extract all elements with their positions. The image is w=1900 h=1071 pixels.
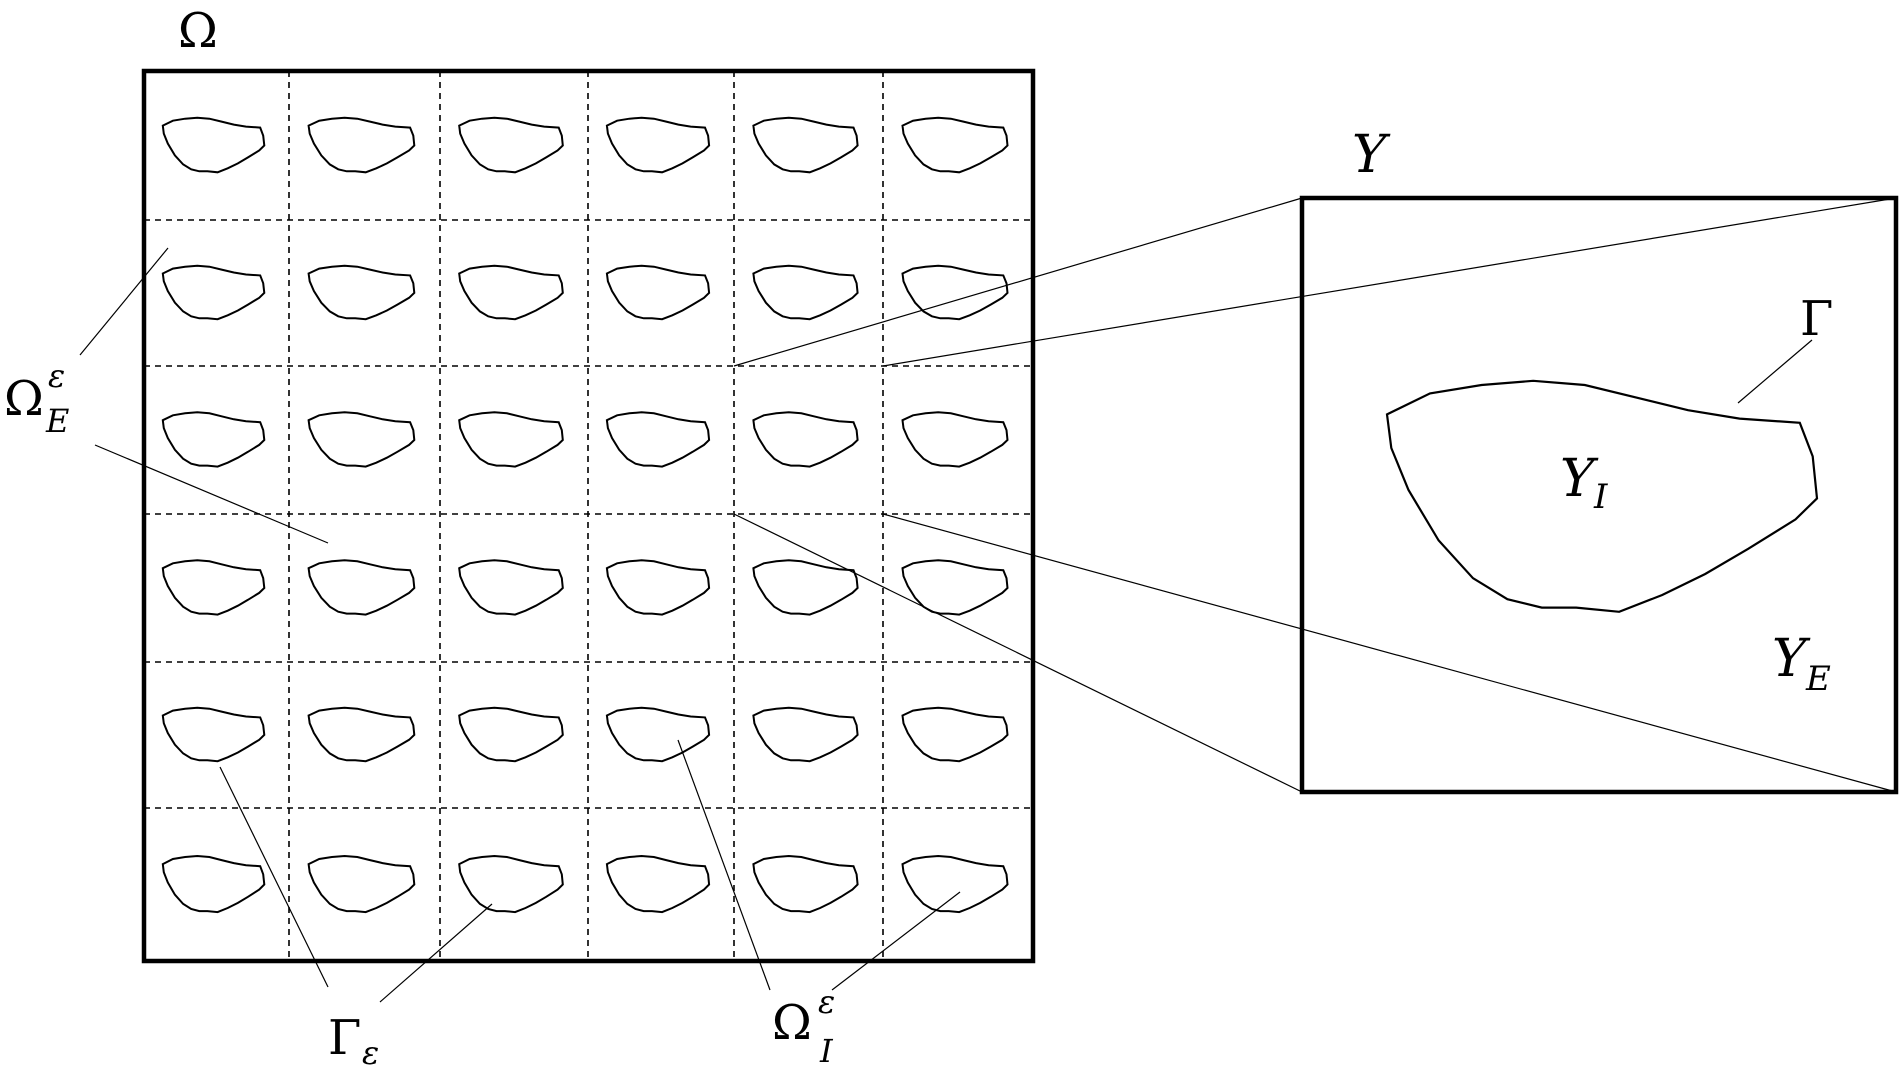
inclusion	[458, 411, 564, 468]
inclusion	[605, 854, 711, 914]
inclusion	[307, 411, 416, 468]
inclusion	[752, 559, 859, 616]
label-omega-e: Ω ε E	[4, 357, 69, 440]
label-omega-i-superscript: ε	[818, 983, 835, 1021]
inclusion	[161, 559, 266, 616]
inclusion	[901, 411, 1009, 468]
inclusion	[901, 559, 1009, 616]
inclusion	[307, 264, 416, 321]
inclusion	[458, 854, 564, 914]
label-y-i-subscript: I	[1593, 477, 1608, 517]
inclusion	[901, 854, 1009, 914]
zoom-line-top-left	[733, 197, 1303, 367]
label-omega-e-superscript: ε	[48, 357, 65, 395]
leader-omega-i-right	[831, 891, 961, 991]
inclusion	[458, 706, 564, 763]
label-y-e-subscript: E	[1805, 659, 1831, 699]
label-gamma: Γ	[1800, 291, 1833, 347]
label-y-i: Y I	[1560, 449, 1608, 517]
inclusion	[458, 264, 564, 321]
inclusion	[161, 854, 266, 914]
inclusion	[307, 706, 416, 763]
inclusion	[752, 411, 859, 468]
label-y-i-main: Y	[1560, 449, 1599, 509]
zoom-line-bottom-right	[882, 513, 1897, 793]
inclusion	[752, 706, 859, 763]
inclusions-group	[161, 116, 1009, 914]
inclusion	[458, 559, 564, 616]
leader-gamma-eps-right	[379, 903, 493, 1003]
label-gamma-eps-subscript: ε	[362, 1034, 379, 1071]
label-y-e: Y E	[1772, 629, 1831, 699]
inclusion	[307, 116, 416, 174]
zoom-line-bottom-left	[733, 513, 1303, 793]
inclusion	[605, 559, 711, 616]
inclusion	[752, 854, 859, 914]
reference-cell-y-frame	[1299, 195, 1899, 795]
zoom-lines	[733, 197, 1897, 793]
inclusion	[307, 854, 416, 914]
label-omega-i: Ω ε I	[772, 983, 835, 1070]
label-omega-e-main: Ω	[4, 371, 44, 427]
inclusion	[161, 411, 266, 468]
inclusion	[161, 116, 266, 174]
inclusion	[605, 264, 711, 321]
label-omega-i-main: Ω	[772, 995, 812, 1051]
label-omega-i-subscript: I	[819, 1032, 834, 1070]
label-y-e-main: Y	[1772, 629, 1811, 689]
leader-gamma-eps-left	[219, 766, 329, 988]
inclusion	[901, 706, 1009, 763]
leader-omega-e-lower	[94, 444, 329, 544]
inclusion	[605, 706, 711, 763]
periodic-cell-grid	[144, 71, 1033, 961]
inclusion	[458, 116, 564, 174]
inclusion	[752, 116, 859, 174]
label-omega: Ω	[178, 3, 218, 59]
leader-lines	[79, 247, 1813, 1003]
inclusion	[307, 559, 416, 616]
inclusion	[161, 706, 266, 763]
leader-omega-i-left	[677, 739, 771, 991]
inclusion	[901, 116, 1009, 174]
leader-omega-e-upper	[79, 247, 169, 356]
label-omega-e-subscript: E	[45, 402, 69, 440]
zoom-line-top-right	[882, 197, 1897, 367]
label-gamma-eps: Γ ε	[328, 1010, 379, 1071]
leader-gamma	[1737, 339, 1813, 404]
inclusion	[605, 116, 711, 174]
label-gamma-eps-main: Γ	[328, 1010, 361, 1066]
label-y: Y	[1352, 125, 1391, 185]
inclusion	[752, 264, 859, 321]
inclusion	[605, 411, 711, 468]
inclusion	[161, 264, 266, 321]
reference-inclusion	[1385, 379, 1819, 613]
